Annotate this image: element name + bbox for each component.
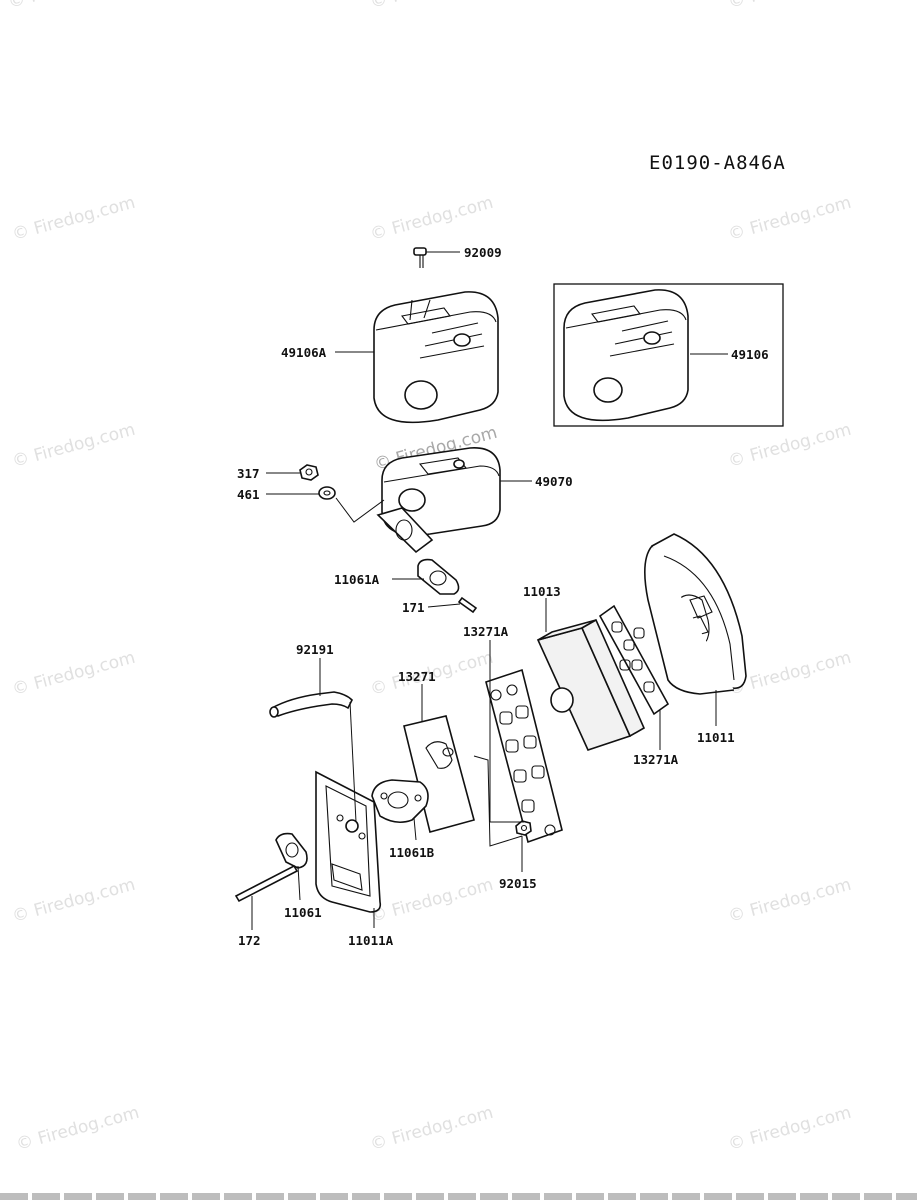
nut-317-part[interactable] bbox=[299, 464, 319, 481]
label-11013: 11013 bbox=[523, 584, 561, 599]
inset-box-49106 bbox=[553, 283, 784, 427]
label-11011: 11011 bbox=[697, 730, 735, 745]
watermark: © Firedog.com bbox=[10, 875, 137, 927]
label-13271a-left: 13271A bbox=[463, 624, 509, 639]
watermark: © Firedog.com bbox=[368, 0, 495, 13]
bolt-92009-part[interactable] bbox=[413, 247, 427, 268]
stud-172-part[interactable] bbox=[234, 864, 299, 903]
watermark: © Firedog.com bbox=[368, 875, 495, 927]
gasket-13271a-left-part[interactable] bbox=[485, 668, 563, 844]
muffler-cover-49106a-part[interactable] bbox=[373, 291, 499, 424]
nut-92015-part[interactable] bbox=[515, 820, 532, 836]
label-92191: 92191 bbox=[296, 642, 334, 657]
watermark: © Firedog.com bbox=[10, 420, 137, 472]
label-49070: 49070 bbox=[535, 474, 573, 489]
label-92015: 92015 bbox=[499, 876, 537, 891]
watermark: © Firedog.com bbox=[726, 1103, 853, 1155]
label-11061: 11061 bbox=[284, 905, 322, 920]
label-13271a-right: 13271A bbox=[633, 752, 679, 767]
muffler-cover-49106-part[interactable] bbox=[563, 289, 689, 422]
gasket-muffler-part[interactable] bbox=[376, 507, 434, 554]
label-11061b: 11061B bbox=[389, 845, 435, 860]
breather-tube-92191-part[interactable] bbox=[269, 691, 353, 718]
watermark: © Firedog.com bbox=[726, 875, 853, 927]
watermark: © Firedog.com bbox=[726, 0, 853, 13]
gasket-11061b-part[interactable] bbox=[371, 779, 429, 824]
watermark: © Firedog.com bbox=[726, 420, 853, 472]
diagram-code: E0190-A846A bbox=[649, 152, 786, 174]
label-171: 171 bbox=[402, 600, 425, 615]
gasket-13271a-right-part[interactable] bbox=[598, 604, 670, 716]
filter-element-11013-part[interactable] bbox=[536, 618, 646, 751]
label-49106a: 49106A bbox=[281, 345, 327, 360]
label-92009: 92009 bbox=[464, 245, 502, 260]
label-11011a: 11011A bbox=[348, 933, 394, 948]
muffler-49070-part[interactable] bbox=[381, 447, 501, 536]
label-13271: 13271 bbox=[398, 669, 436, 684]
watermark: © Firedog.com bbox=[6, 0, 133, 13]
air-cleaner-case-11011-part[interactable] bbox=[644, 533, 747, 695]
gasket-11061-part[interactable] bbox=[275, 832, 308, 869]
watermark: © Firedog.com bbox=[368, 1103, 495, 1155]
label-11061a: 11061A bbox=[334, 572, 380, 587]
label-49106: 49106 bbox=[731, 347, 769, 362]
washer-461-part[interactable] bbox=[318, 486, 336, 500]
part-labels: 92009 49106A 49106 317 461 49070 11061A … bbox=[237, 245, 769, 948]
air-cleaner-base-11011a-part[interactable] bbox=[315, 770, 382, 913]
bottom-border bbox=[0, 1193, 917, 1200]
stud-171-part[interactable] bbox=[457, 596, 478, 614]
watermark: © Firedog.com bbox=[10, 193, 137, 245]
watermark: © Firedog.com bbox=[10, 648, 137, 700]
label-317: 317 bbox=[237, 466, 260, 481]
label-172: 172 bbox=[238, 933, 261, 948]
watermark: © Firedog.com bbox=[726, 193, 853, 245]
label-461: 461 bbox=[237, 487, 260, 502]
watermark: © Firedog.com bbox=[14, 1103, 141, 1155]
leader-lines bbox=[251, 251, 728, 930]
gasket-11061a-part[interactable] bbox=[417, 558, 460, 595]
watermark: © Firedog.com bbox=[368, 193, 495, 245]
